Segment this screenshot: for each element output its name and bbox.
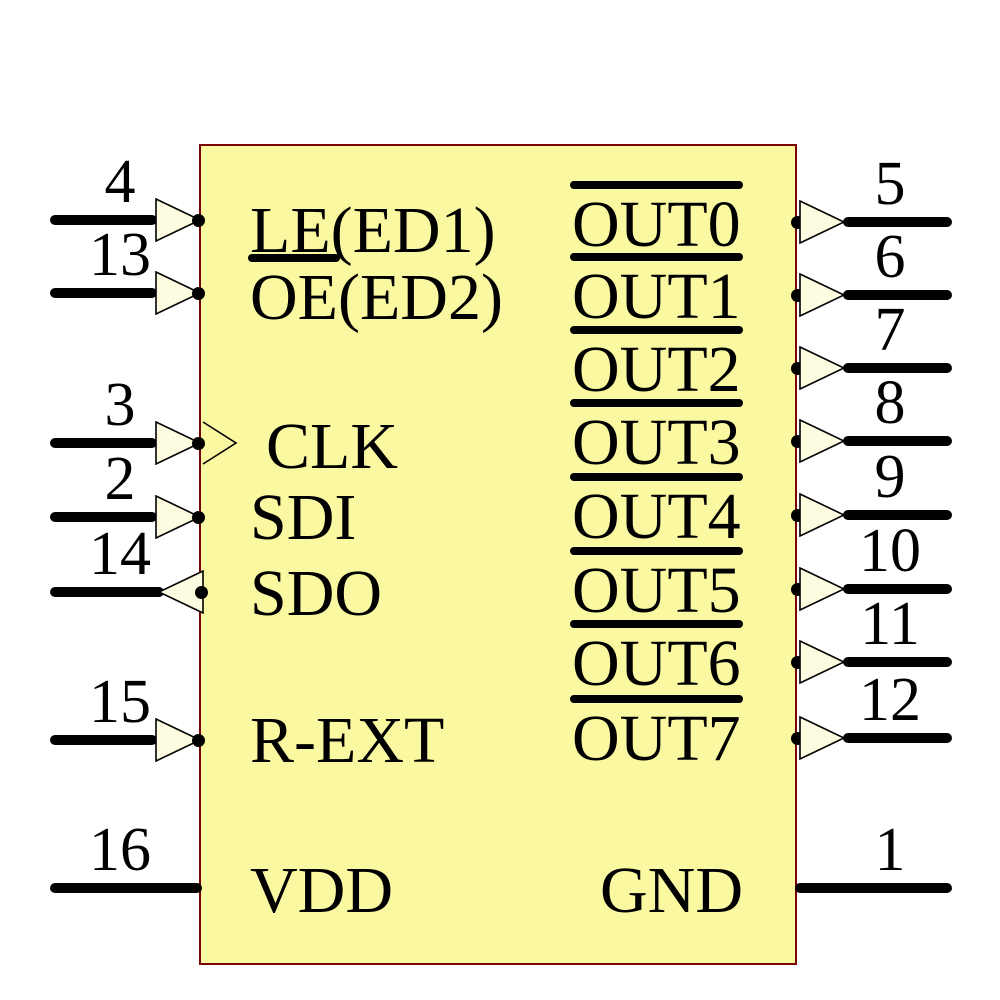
overlined-part: OUT3 [570, 398, 743, 479]
pin-label-out3: OUT3 [570, 398, 743, 479]
input-arrow-icon [155, 718, 201, 762]
pin-number: 8 [874, 369, 906, 437]
pin-number: 9 [874, 443, 906, 511]
pin-label-clk: CLK [266, 414, 398, 480]
pin-dot [192, 214, 205, 227]
pin-wire [843, 217, 952, 227]
label-text: (ED2) [337, 261, 503, 334]
pin-wire [843, 657, 952, 667]
label-text: R-EXT [250, 704, 445, 777]
pin-number: 10 [859, 517, 921, 585]
pin-number: 2 [104, 445, 136, 513]
pin-wire [843, 584, 952, 594]
pin-label-sdi: SDI [250, 485, 356, 551]
pin-wire [50, 215, 157, 225]
pin-wire [50, 883, 202, 893]
pin-number: 3 [104, 371, 136, 439]
overlined-part: OUT0 [570, 180, 743, 261]
output-arrow-icon [799, 273, 845, 317]
pin-number: 5 [874, 150, 906, 218]
label-text: SDO [250, 557, 383, 630]
overlined-part: OUT5 [570, 546, 743, 627]
pin-wire [50, 735, 157, 745]
pin-label-out1: OUT1 [570, 252, 743, 333]
pin-label-rext: R-EXT [250, 708, 444, 774]
pin-number: 4 [104, 148, 136, 216]
input-arrow-icon [155, 495, 201, 539]
label-text: SDI [250, 481, 357, 554]
overlined-part: OUT2 [570, 325, 743, 406]
pin-label-vdd: VDD [250, 858, 393, 924]
pin-number: 11 [860, 590, 920, 658]
label-text: CLK [266, 410, 398, 483]
output-arrow-icon [799, 346, 845, 390]
pin-dot [192, 287, 205, 300]
pin-dot [192, 511, 205, 524]
overlined-part: OE [248, 253, 340, 334]
clock-input-icon [202, 421, 238, 465]
input-arrow-icon [155, 198, 201, 242]
pin-wire [50, 587, 164, 597]
pin-label-out0: OUT0 [570, 180, 743, 261]
pin-label-sdo: SDO [250, 561, 382, 627]
pin-wire [843, 510, 952, 520]
label-text: GND [600, 854, 743, 927]
pin-wire [843, 290, 952, 300]
pin-dot [195, 586, 208, 599]
output-arrow-icon [799, 716, 845, 760]
overlined-part: OUT4 [570, 472, 743, 553]
pin-label-out7: OUT7 [570, 694, 743, 775]
output-arrow-icon [799, 200, 845, 244]
pin-number: 13 [89, 221, 151, 289]
pin-label-out2: OUT2 [570, 325, 743, 406]
output-arrow-icon [799, 640, 845, 684]
pin-number: 15 [89, 668, 151, 736]
pin-wire [50, 438, 157, 448]
pin-label-oe: OE(ED2) [248, 253, 503, 334]
pin-number: 7 [874, 296, 906, 364]
pin-number: 6 [874, 223, 906, 291]
pin-number: 1 [874, 816, 906, 884]
pin-wire [795, 883, 952, 893]
pin-wire [843, 733, 952, 743]
pin-label-out4: OUT4 [570, 472, 743, 553]
pin-number: 14 [89, 520, 151, 588]
input-arrow-icon [155, 271, 201, 315]
pin-number: 16 [89, 816, 151, 884]
pin-wire [50, 512, 157, 522]
output-arrow-icon [799, 567, 845, 611]
pin-label-le: LE(ED1) [250, 198, 496, 264]
output-arrow-icon [799, 493, 845, 537]
pin-number: 12 [859, 666, 921, 734]
overlined-part: OUT7 [570, 694, 743, 775]
output-arrow-icon [799, 419, 845, 463]
overlined-part: OUT6 [570, 619, 743, 700]
pin-dot [192, 734, 205, 747]
input-arrow-icon [155, 421, 201, 465]
label-text: LE(ED1) [250, 194, 496, 267]
pin-wire [843, 436, 952, 446]
label-text: VDD [250, 854, 393, 927]
overlined-part: OUT1 [570, 252, 743, 333]
pin-wire [50, 288, 157, 298]
pin-label-out6: OUT6 [570, 619, 743, 700]
pin-wire [843, 363, 952, 373]
pin-label-out5: OUT5 [570, 546, 743, 627]
pin-dot [192, 437, 205, 450]
pin-label-gnd: GND [600, 858, 743, 924]
